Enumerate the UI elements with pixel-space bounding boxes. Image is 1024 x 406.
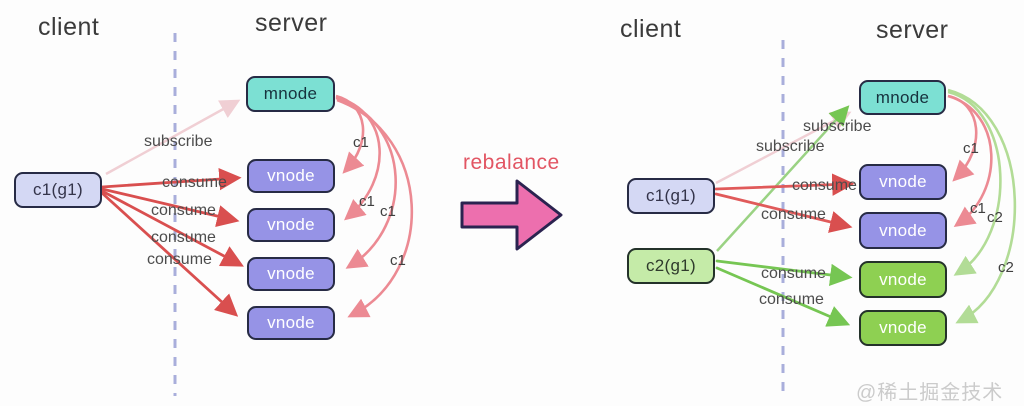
left-client-heading: client [38,13,100,41]
left-vnode-1: vnode [247,159,335,193]
left-curve-label-3: c1 [380,203,396,220]
right-consumer-c1-node: c1(g1) [627,178,715,214]
left-vnode-4-label: vnode [267,313,315,332]
left-vnode-3-label: vnode [267,264,315,283]
left-consume-arrow-3 [100,189,244,267]
right-assign-curve-4 [947,88,1017,324]
right-subscribe-label-2: subscribe [756,138,825,155]
left-consume-label-1: consume [162,174,227,191]
left-consume-label-2: consume [151,202,216,219]
right-consumer-c1-label: c1(g1) [646,186,696,205]
left-consume-arrow-1 [100,167,242,191]
left-consume-label-3: consume [151,229,216,246]
right-curve-label-1: c1 [963,140,979,157]
left-curve-label-1: c1 [353,134,369,151]
left-subscribe-label: subscribe [144,133,213,150]
left-vnode-4: vnode [247,306,335,340]
right-mnode-node: mnode [859,80,946,115]
right-subscribe-arrow-c1 [715,111,852,185]
left-mnode-label: mnode [263,84,318,103]
right-vnode-4-label: vnode [879,318,927,337]
left-consume-arrow-2 [100,187,240,228]
left-assign-curve-3 [335,96,397,269]
right-subscribe-label-1: subscribe [803,118,872,135]
rebalance-label: rebalance [463,151,560,174]
left-server-heading: server [255,9,328,37]
left-consume-label-4: consume [147,251,212,268]
right-client-heading: client [620,15,682,43]
right-assign-curve-2 [947,94,993,227]
left-subscribe-arrow [105,99,241,176]
left-consumer-c1-label: c1(g1) [33,180,83,199]
right-vnode-3-label: vnode [879,269,927,289]
right-consume-arrow-3 [715,259,853,287]
left-curve-label-2: c1 [359,193,375,210]
right-curve-label-3: c2 [987,209,1003,226]
right-vnode-2: vnode [859,212,947,249]
right-consumer-c2-node: c2(g1) [627,248,715,284]
left-curve-label-4: c1 [390,252,406,269]
right-consume-label-4: consume [759,291,824,308]
left-vnode-3: vnode [247,257,335,291]
right-consume-arrow-4 [715,266,851,327]
left-consumer-c1-node: c1(g1) [14,172,102,208]
right-assign-curve-3 [947,90,1002,276]
right-consume-label-1: consume [792,177,857,194]
right-mnode-label: mnode [875,87,930,107]
right-vnode-2-label: vnode [879,220,927,240]
right-server-heading: server [876,16,949,44]
left-vnode-2-label: vnode [267,215,315,234]
right-consume-arrow-2 [714,192,853,233]
right-curve-label-4: c2 [998,259,1014,276]
right-consume-label-2: consume [761,206,826,223]
right-vnode-1: vnode [859,164,947,200]
right-consume-label-3: consume [761,265,826,282]
right-subscribe-arrow-c2 [716,105,850,252]
right-curve-label-2: c1 [970,200,986,217]
right-vnode-3: vnode [859,261,947,298]
left-mnode-node: mnode [246,76,335,112]
left-assign-curve-4 [336,98,414,318]
right-vnode-4: vnode [859,310,947,346]
right-vnode-1-label: vnode [879,172,927,191]
left-vnode-2: vnode [247,208,335,242]
right-consumer-c2-label: c2(g1) [646,256,696,275]
right-consume-arrow-1 [714,173,855,196]
rebalance-arrow-shape [460,179,563,251]
watermark-text: @稀土掘金技术社区 [856,382,1004,404]
left-vnode-1-label: vnode [267,166,315,185]
left-consume-arrow-4 [100,191,239,317]
